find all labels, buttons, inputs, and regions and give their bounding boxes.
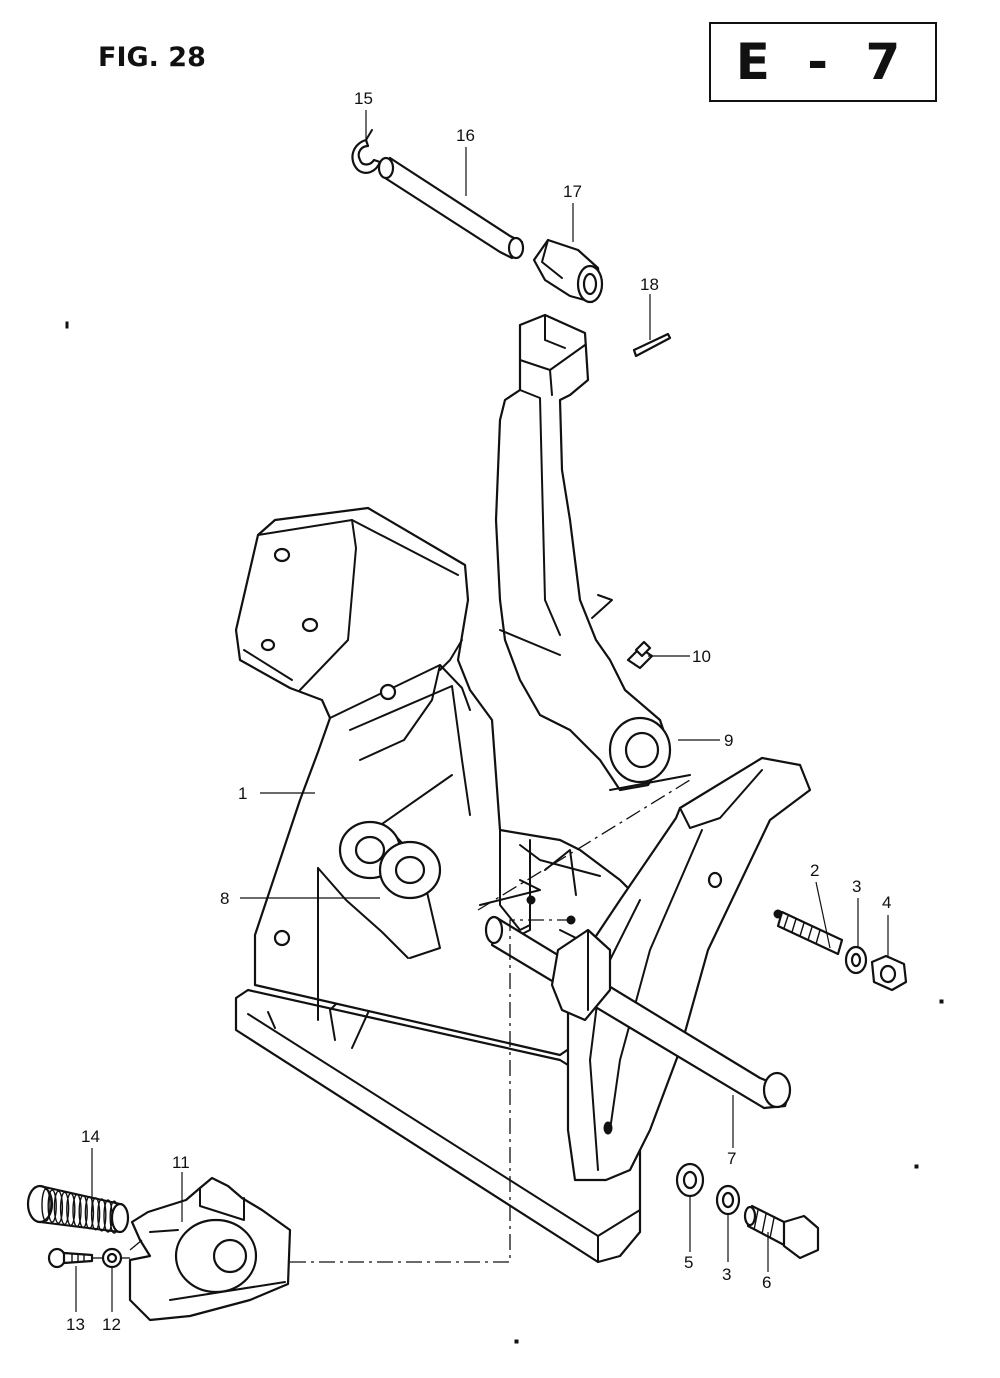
- part-17-bushing: [532, 238, 604, 304]
- spring-coil: [41, 1188, 51, 1222]
- part-3-washer-upper: [844, 945, 868, 975]
- callout-7: 7: [727, 1149, 736, 1168]
- callout-12: 12: [102, 1315, 121, 1334]
- spring-coil: [53, 1190, 64, 1224]
- part-12-washer: [101, 1247, 123, 1269]
- part-10-grease-fitting: [626, 640, 654, 670]
- callout-6: 6: [762, 1273, 771, 1292]
- figure-title: FIG. 28: [98, 42, 206, 73]
- alignment-lines: [92, 779, 691, 1263]
- part-18-cotter-pin: [632, 332, 672, 358]
- part-6-bolt: [743, 1204, 820, 1260]
- part-11-holder-plate: [128, 1176, 292, 1322]
- part-1-bracket: [234, 506, 642, 1264]
- callout-18: 18: [640, 275, 659, 294]
- callout-9: 9: [724, 731, 733, 750]
- part-9-lever-arm: [494, 313, 691, 792]
- callout-8: 8: [220, 889, 229, 908]
- callout-15: 15: [354, 89, 373, 108]
- section-code: E - 7: [735, 33, 911, 91]
- part-15-circlip: [351, 129, 382, 174]
- callout-4: 4: [882, 893, 891, 912]
- leader-lines: [75, 110, 889, 1312]
- part-4-nut: [870, 954, 908, 992]
- spring-coil: [47, 1189, 57, 1223]
- part-16-pin: [377, 156, 525, 260]
- part-2-stud-bolt: [773, 909, 844, 956]
- callout-16: 16: [456, 126, 475, 145]
- callout-2: 2: [810, 861, 819, 880]
- scan-specks: [65, 321, 944, 1344]
- section-code-box: E - 7: [709, 22, 937, 102]
- callout-10: 10: [692, 647, 711, 666]
- callout-1: 1: [238, 784, 247, 803]
- part-14-spring: [26, 1184, 130, 1234]
- callout-13: 13: [66, 1315, 85, 1334]
- part-13-screw: [47, 1247, 94, 1269]
- callout-5: 5: [684, 1253, 693, 1272]
- part-7-swivel-shaft: [484, 756, 812, 1182]
- callout-17: 17: [563, 182, 582, 201]
- callout-3-upper: 3: [852, 877, 861, 896]
- callout-14: 14: [81, 1127, 100, 1146]
- callout-3-lower: 3: [722, 1265, 731, 1284]
- callout-numbers: 1 8 9 10 2 3 4 7 5 3 6 11 14 13 12 15 16…: [66, 89, 891, 1334]
- part-3-washer-lower: [715, 1184, 741, 1216]
- part-5-washer: [675, 1162, 705, 1198]
- callout-11: 11: [172, 1153, 190, 1172]
